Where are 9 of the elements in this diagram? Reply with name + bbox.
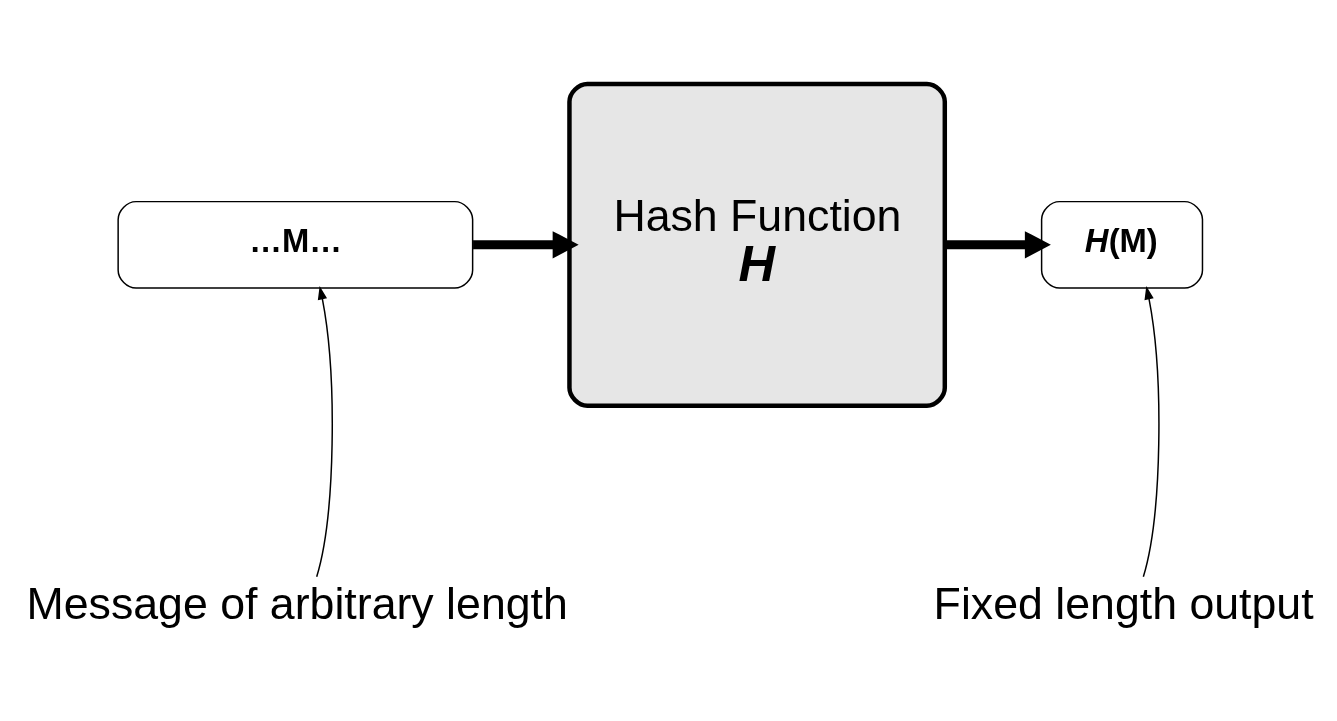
node-text: Message of arbitrary length [26,578,568,628]
node-box: H(M) [1040,200,1204,289]
node-box: Hash Function H [567,81,948,408]
arrow [473,230,579,258]
arrow [945,230,1051,258]
node-text: Fixed length output [933,578,1314,628]
arrow [1142,285,1160,577]
node-box: …M… [117,200,474,289]
arrow [315,285,333,577]
